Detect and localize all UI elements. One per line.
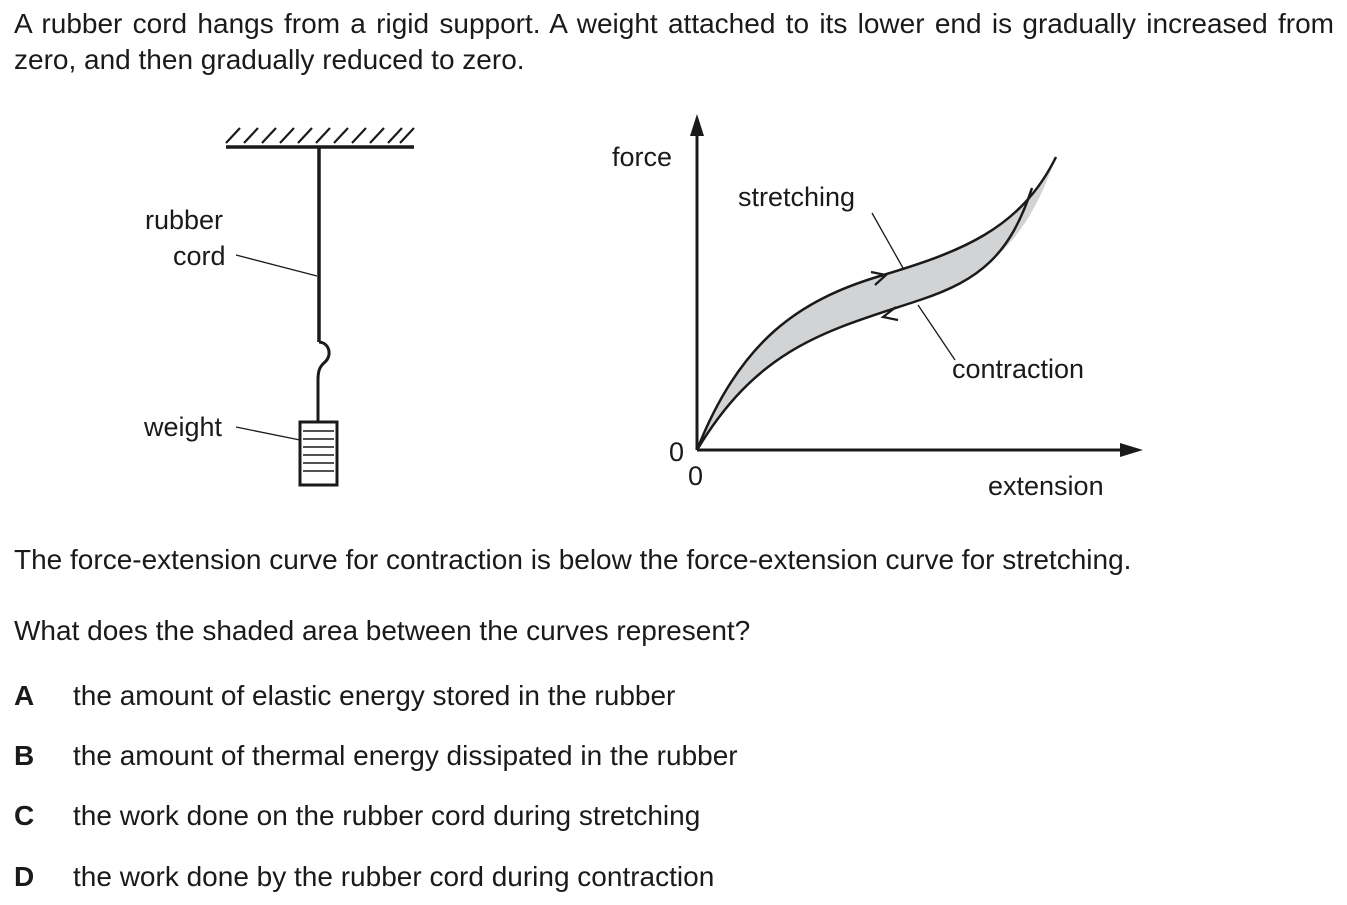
contraction-arrowhead [880, 306, 899, 322]
stretching-arrowhead [870, 270, 889, 286]
label-weight: weight [143, 412, 223, 442]
x-origin-label: 0 [688, 461, 703, 491]
label-cord: cord [173, 241, 226, 271]
option-b-letter: B [14, 740, 35, 771]
weight-block [298, 420, 339, 487]
y-origin-label: 0 [669, 437, 684, 467]
contraction-label: contraction [952, 354, 1084, 384]
rigid-support [225, 127, 415, 149]
question-prompt: What does the shaded area between the cu… [14, 615, 751, 646]
question-intro: A rubber cord hangs from a rigid support… [14, 8, 1334, 75]
stretching-label: stretching [738, 182, 855, 212]
option-a-text: the amount of elastic energy stored in t… [73, 680, 676, 711]
option-d-letter: D [14, 861, 35, 892]
shaded-area [697, 157, 1056, 450]
weight-leader-line [235, 426, 301, 441]
option-c-letter: C [14, 800, 35, 831]
y-axis-arrowhead [690, 114, 704, 136]
cord-leader-line [235, 254, 318, 277]
option-b-text: the amount of thermal energy dissipated … [73, 740, 738, 771]
contraction-curve [695, 187, 1034, 451]
contraction-leader-line [917, 304, 956, 361]
x-axis-arrowhead [1120, 443, 1143, 457]
hanging-cord-diagram: rubber cord weight [143, 127, 415, 487]
question-statement: The force-extension curve for contractio… [14, 544, 1132, 575]
option-a-letter: A [14, 680, 35, 711]
x-axis-label: extension [988, 471, 1104, 501]
stretching-curve [695, 156, 1058, 451]
option-c-text: the work done on the rubber cord during … [73, 800, 701, 831]
force-extension-graph: force extension 0 0 stretching contracti… [612, 114, 1143, 501]
option-d-text: the work done by the rubber cord during … [73, 861, 715, 892]
y-axis-label: force [612, 142, 672, 172]
stretching-leader-line [871, 212, 904, 269]
label-rubber: rubber [145, 205, 223, 235]
hook [316, 340, 331, 422]
